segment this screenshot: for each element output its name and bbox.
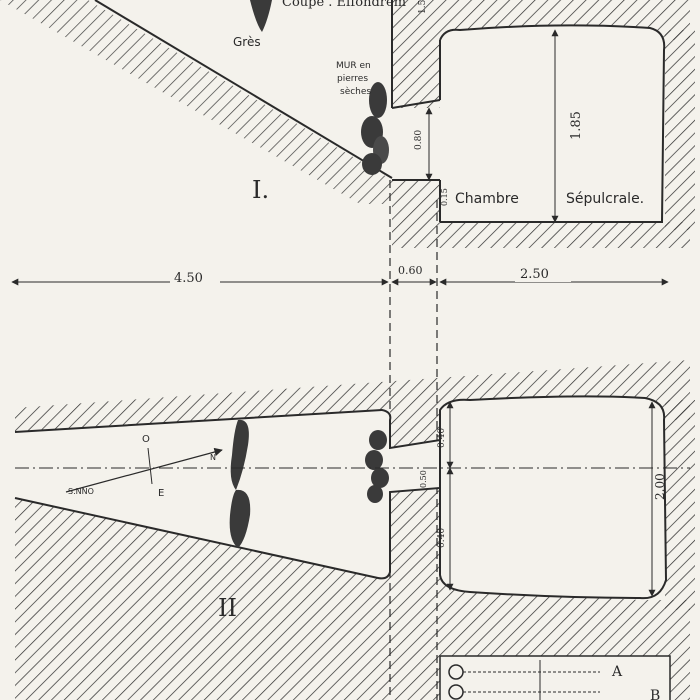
dim-step: 0.15 [440,188,449,206]
dim-chamber: 2.50 [520,267,549,282]
compass: O E N S.NNO [65,434,223,499]
section-1-elevation: Grès Coupe . Effondrem MUR en pierres sè… [0,0,695,248]
dim-center: 0.50 [419,470,428,488]
dim-corridor: 4.50 [174,271,203,286]
dim-width: 2.00 [653,473,667,500]
compass-n: N [210,453,216,462]
dim-upper: 0.40 [437,428,447,448]
entrance-wall-stones [365,430,389,503]
horizontal-dimensions: 4.50 0.60 2.50 [11,264,669,286]
dim-passage: 0.60 [398,264,423,277]
corridor-stone-2 [229,489,251,548]
inset-label-b: B [650,688,660,700]
title-partial: Coupe . Effondrem [282,0,406,10]
label-mur-3: sèches [340,86,371,97]
section-1-numeral: I. [252,176,269,204]
dim-lower: 0.40 [437,528,447,548]
compass-o: O [142,434,150,445]
compass-s: S.NNO [68,487,94,496]
plan-rock-bottom [15,490,690,700]
slope-rock [0,0,392,204]
rock-above-entrance [392,0,440,108]
compass-e: E [158,488,164,499]
dry-stone-wall [361,82,389,175]
plan-rock-top [15,360,690,448]
dim-entrance-height: 0.80 [414,130,424,150]
slope-line [94,0,393,179]
label-mur-1: MUR en [336,61,371,71]
dim-height-top: 1.50 [418,0,428,14]
corridor-stone-1 [230,419,249,490]
plan-rock-right [665,400,695,610]
entrance-lintel [391,99,441,109]
dim-chamber-height: 1.85 [569,111,584,140]
plan-chamber-outline [439,395,668,600]
inset-detail: A B [439,655,671,700]
inset-label-a: A [611,664,623,680]
section-2-numeral: II [218,594,237,622]
section-2-plan: 0.40 0.40 0.50 2.00 O E N S.NNO II [14,360,695,700]
label-sepulcrale: Sépulcrale. [566,191,644,207]
label-gres: Grès [233,35,261,49]
label-chambre: Chambre [455,191,519,207]
rock-chamber-right [665,30,695,230]
label-mur-2: pierres [337,74,368,84]
inset-frame [439,655,671,700]
gres-stone [250,0,272,32]
rock-floor [392,180,690,248]
